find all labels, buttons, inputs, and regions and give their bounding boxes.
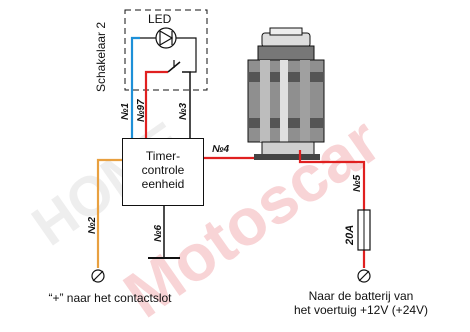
wire-label-5: №5 [352, 175, 363, 192]
caption-battery: Naar de batterij van het voertuig +12V (… [258, 289, 464, 317]
led-label: LED [148, 12, 172, 26]
terminal-battery-icon [357, 269, 371, 283]
wire-5 [298, 150, 366, 210]
wire-label-4: №4 [212, 144, 229, 155]
wire-label-97: №97 [136, 99, 147, 122]
wire-label-3: №3 [178, 103, 189, 120]
switch-housing [124, 9, 208, 91]
wire-label-6: №6 [153, 225, 164, 242]
wire-label-2: №2 [87, 217, 98, 234]
timer-label-line1: Timer- [145, 149, 181, 163]
caption-ignition: “+” naar het contactslot [48, 291, 172, 305]
led-return-wire [188, 37, 197, 73]
fuse-label: 20A [344, 225, 356, 246]
switch-contact-icon [167, 60, 181, 73]
caption-battery-line1: Naar de batterij van [308, 289, 414, 303]
wire-blue [130, 36, 140, 138]
wire-label-1: №1 [120, 103, 131, 120]
wire-97 [144, 70, 168, 138]
wire-2 [96, 158, 122, 268]
starter-motor-icon [247, 27, 325, 160]
timer-control-unit: Timer- controle eenheid [122, 138, 204, 206]
led-icon [140, 27, 188, 49]
switch-label: Schakelaar 2 [94, 22, 108, 92]
caption-battery-line2: het voertuig +12V (+24V) [293, 303, 429, 317]
timer-label-line2: controle [141, 163, 185, 177]
terminal-ignition-icon [91, 269, 105, 283]
timer-label-line3: eenheid [141, 177, 185, 191]
